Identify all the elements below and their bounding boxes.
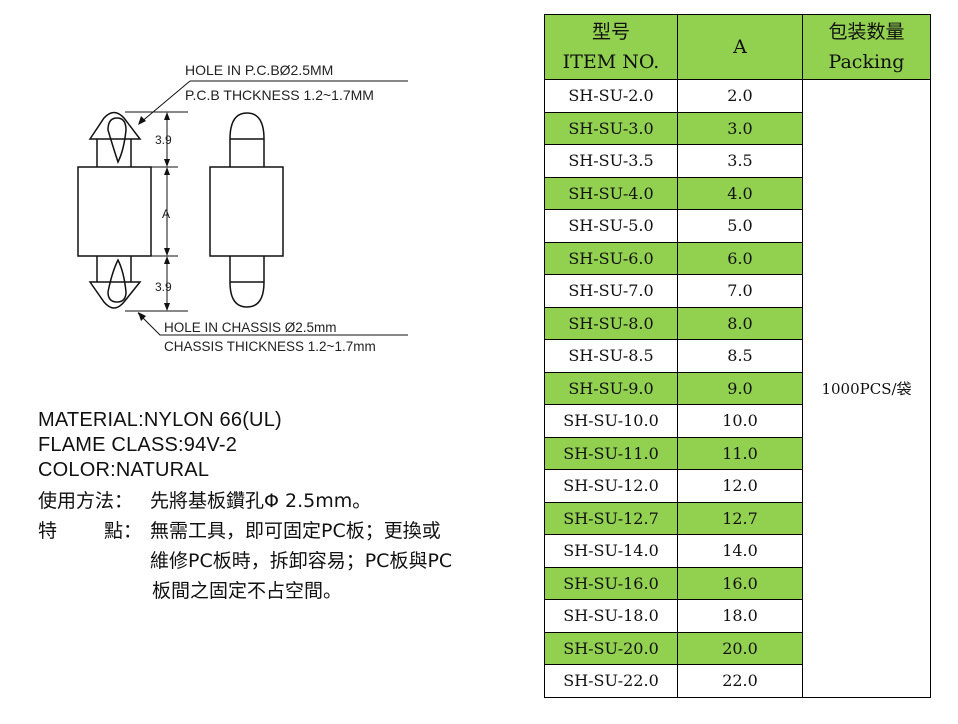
feature-line-2: 維修PC板時，拆卸容易；PC板與PC xyxy=(150,550,453,572)
a-value-cell: 22.0 xyxy=(677,664,803,698)
item-no-cell: SH-SU-4.0 xyxy=(544,176,678,210)
a-value-cell: 11.0 xyxy=(677,436,803,470)
item-no-cell: SH-SU-8.0 xyxy=(544,306,678,340)
a-value-cell: 3.5 xyxy=(677,144,803,178)
item-no-cell: SH-SU-12.0 xyxy=(544,469,678,503)
material-text: MATERIAL:NYLON 66(UL) xyxy=(38,409,282,431)
dim-bottom-label: 3.9 xyxy=(155,280,172,294)
feature-label-2: 點： xyxy=(104,520,143,542)
a-value-cell: 9.0 xyxy=(677,371,803,405)
a-value-cell: 6.0 xyxy=(677,241,803,275)
item-no-cell: SH-SU-7.0 xyxy=(544,274,678,308)
item-no-cell: SH-SU-20.0 xyxy=(544,631,678,665)
chassis-hole-label: HOLE IN CHASSIS Ø2.5mm xyxy=(164,320,337,335)
header-item: 型号 ITEM NO. xyxy=(544,14,678,80)
color-text: COLOR:NATURAL xyxy=(38,459,210,481)
a-value-cell: 8.5 xyxy=(677,339,803,373)
item-no-cell: SH-SU-6.0 xyxy=(544,241,678,275)
dim-top-label: 3.9 xyxy=(155,133,172,147)
header-packing-cn: 包装数量 xyxy=(828,21,905,43)
a-value-cell: 12.7 xyxy=(677,501,803,535)
a-value-cell: 7.0 xyxy=(677,274,803,308)
item-no-cell: SH-SU-14.0 xyxy=(544,534,678,568)
item-no-cell: SH-SU-8.5 xyxy=(544,339,678,373)
a-value-cell: 10.0 xyxy=(677,404,803,438)
item-no-cell: SH-SU-2.0 xyxy=(544,79,678,113)
feature-label-1: 特 xyxy=(38,520,58,542)
flame-class-text: FLAME CLASS:94V-2 xyxy=(38,434,238,456)
a-value-cell: 8.0 xyxy=(677,306,803,340)
a-value-cell: 3.0 xyxy=(677,111,803,145)
header-a: A xyxy=(677,14,803,80)
item-no-cell: SH-SU-16.0 xyxy=(544,566,678,600)
spacer-drawing: HOLE IN P.C.BØ2.5MM P.C.B THCKNESS 1.2~1… xyxy=(77,62,408,354)
item-no-cell: SH-SU-12.7 xyxy=(544,501,678,535)
header-packing: 包装数量 Packing xyxy=(802,14,931,80)
header-item-cn: 型号 xyxy=(591,21,630,43)
item-no-cell: SH-SU-10.0 xyxy=(544,404,678,438)
chassis-thickness-label: CHASSIS THICKNESS 1.2~1.7mm xyxy=(164,339,376,354)
a-value-cell: 18.0 xyxy=(677,599,803,633)
a-value-cell: 2.0 xyxy=(677,79,803,113)
table-header-row: 型号 ITEM NO. A 包装数量 Packing xyxy=(544,14,931,80)
item-no-cell: SH-SU-18.0 xyxy=(544,599,678,633)
dim-a-label: A xyxy=(162,207,170,221)
feature-line-1: 無需工具，即可固定PC板；更換或 xyxy=(150,520,441,542)
a-value-cell: 4.0 xyxy=(677,176,803,210)
a-value-cell: 5.0 xyxy=(677,209,803,243)
item-no-cell: SH-SU-3.0 xyxy=(544,111,678,145)
usage-text: 先將基板鑽孔Φ 2.5mm。 xyxy=(150,490,372,512)
feature-line-3: 板間之固定不占空間。 xyxy=(152,580,343,602)
packing-cell: 1000PCS/袋 xyxy=(802,79,931,698)
pcb-hole-label: HOLE IN P.C.BØ2.5MM xyxy=(185,62,333,78)
usage-label: 使用方法： xyxy=(38,490,134,512)
a-value-cell: 20.0 xyxy=(677,631,803,665)
header-packing-en: Packing xyxy=(828,51,905,73)
item-no-cell: SH-SU-3.5 xyxy=(544,144,678,178)
item-no-cell: SH-SU-22.0 xyxy=(544,664,678,698)
a-value-cell: 12.0 xyxy=(677,469,803,503)
item-no-cell: SH-SU-11.0 xyxy=(544,436,678,470)
item-no-cell: SH-SU-9.0 xyxy=(544,371,678,405)
header-item-en: ITEM NO. xyxy=(562,51,660,73)
item-no-cell: SH-SU-5.0 xyxy=(544,209,678,243)
a-value-cell: 16.0 xyxy=(677,566,803,600)
a-value-cell: 14.0 xyxy=(677,534,803,568)
pcb-thickness-label: P.C.B THCKNESS 1.2~1.7MM xyxy=(185,87,374,103)
